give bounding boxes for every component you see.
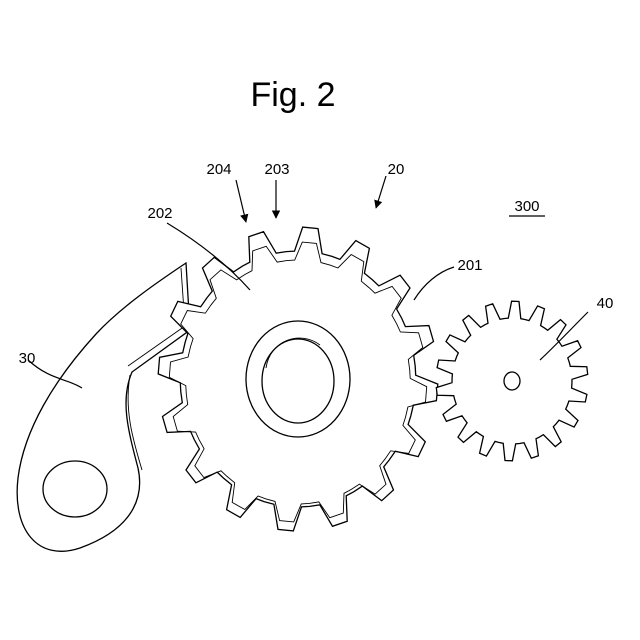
label-204: 204 — [206, 161, 231, 178]
label-40: 40 — [597, 295, 614, 312]
lever-part — [17, 263, 190, 551]
large-gear — [158, 227, 438, 531]
label-300: 300 — [514, 198, 539, 215]
label-20: 20 — [388, 161, 405, 178]
small-gear-hub — [504, 372, 520, 390]
figure-title: Fig. 2 — [250, 76, 335, 114]
label-202: 202 — [147, 205, 172, 222]
arrow-204 — [236, 180, 246, 222]
arrow-20 — [376, 176, 386, 208]
label-201: 201 — [457, 257, 482, 274]
label-30: 30 — [19, 350, 36, 367]
small-gear — [436, 301, 587, 461]
label-203: 203 — [264, 161, 289, 178]
leader-201 — [414, 267, 454, 300]
lever-hole — [43, 461, 107, 517]
